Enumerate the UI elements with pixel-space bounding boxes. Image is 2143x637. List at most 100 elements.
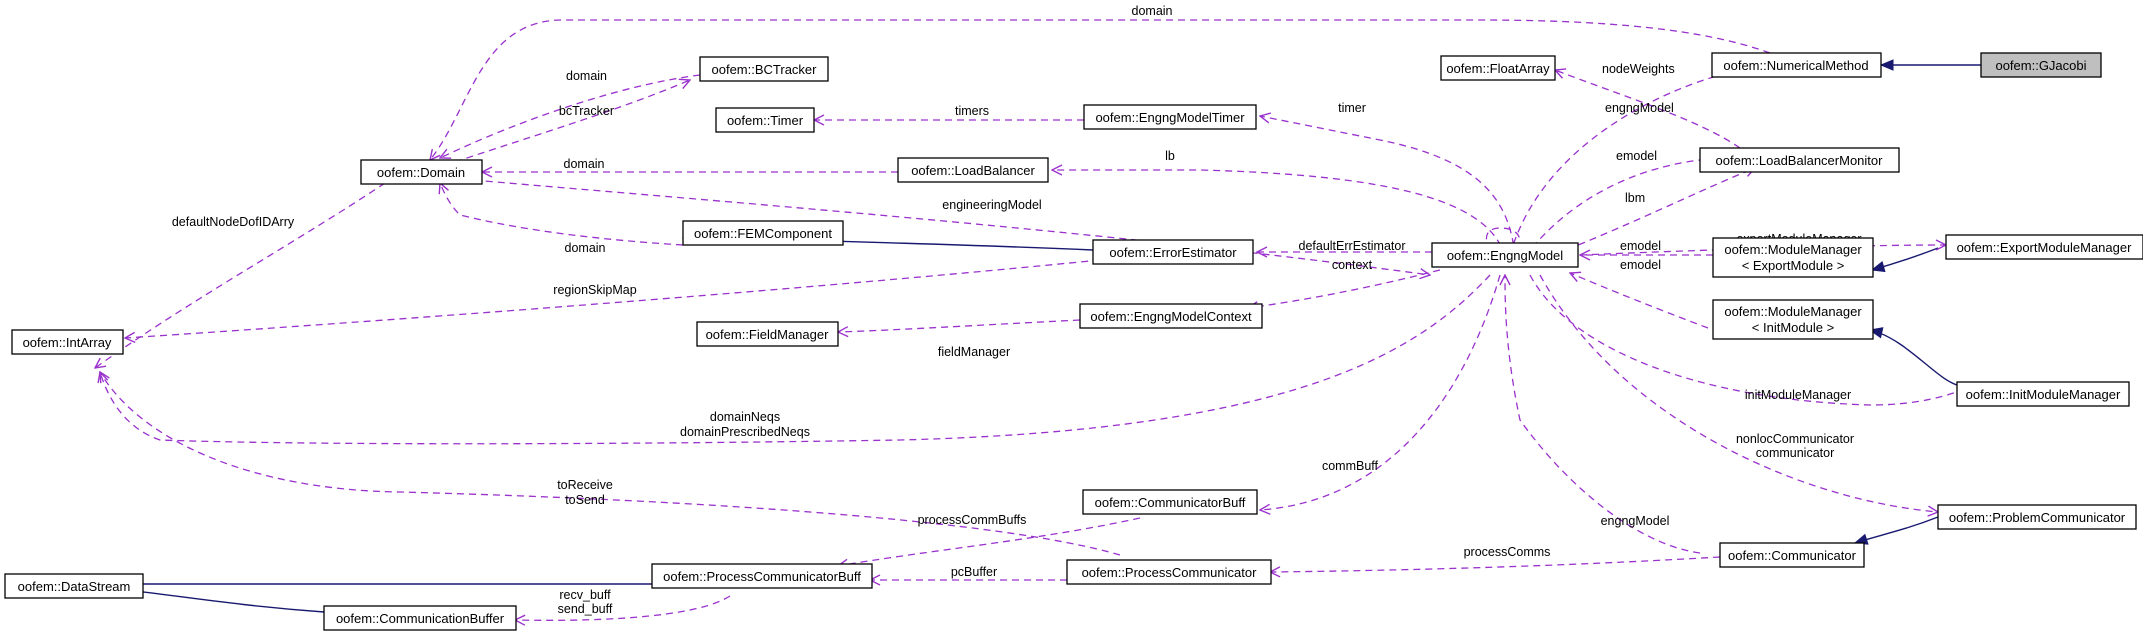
- svg-text:oofem::ProcessCommunicator: oofem::ProcessCommunicator: [1082, 565, 1258, 580]
- node-module-manager-export[interactable]: oofem::ModuleManager < ExportModule >: [1712, 237, 1874, 278]
- edge-pcbuff-commbuffer: [515, 595, 731, 620]
- node-fem-component[interactable]: oofem::FEMComponent: [682, 220, 844, 246]
- node-timer[interactable]: oofem::Timer: [715, 107, 815, 133]
- node-communicator[interactable]: oofem::Communicator: [1719, 542, 1865, 568]
- label-domain-top: domain: [1132, 4, 1173, 18]
- node-engng-model-timer[interactable]: oofem::EngngModelTimer: [1083, 104, 1257, 130]
- svg-text:oofem::LoadBalancerMonitor: oofem::LoadBalancerMonitor: [1716, 153, 1884, 168]
- edge-labels: domain domain bcTracker timers timer nod…: [172, 4, 1862, 616]
- label-region-skip-map: regionSkipMap: [553, 283, 636, 297]
- label-recv-buff: recv_buff: [559, 588, 611, 602]
- label-emodel-init: emodel: [1620, 258, 1661, 272]
- node-load-balancer-monitor[interactable]: oofem::LoadBalancerMonitor: [1699, 147, 1900, 173]
- edge-engngmodel-communicatorbuff: [1260, 274, 1501, 510]
- edge-processcomm-intarray: [100, 372, 1121, 556]
- edge-context-fieldmanager: [838, 319, 1081, 332]
- label-field-manager: fieldManager: [938, 345, 1010, 359]
- label-process-comm-buffs: processCommBuffs: [918, 513, 1027, 527]
- label-engngmodel-comm: engngModel: [1601, 514, 1670, 528]
- node-domain[interactable]: oofem::Domain: [360, 159, 483, 185]
- node-bctracker[interactable]: oofem::BCTracker: [699, 56, 829, 82]
- svg-text:oofem::ErrorEstimator: oofem::ErrorEstimator: [1109, 245, 1237, 260]
- usage-edges: [95, 19, 1970, 620]
- inheritance-edges: [125, 65, 1981, 613]
- svg-text:oofem::EngngModelContext: oofem::EngngModelContext: [1090, 309, 1252, 324]
- edge-communicator-processcomm: [1270, 556, 1721, 572]
- edge-numericalmethod-engngmodel: [1509, 74, 1721, 256]
- label-pc-buffer: pcBuffer: [951, 565, 997, 579]
- edge-domain-engngmodel: [449, 177, 1430, 275]
- edge-engngmodel-intarray: [100, 274, 1491, 445]
- node-load-balancer[interactable]: oofem::LoadBalancer: [897, 157, 1049, 183]
- node-numerical-method[interactable]: oofem::NumericalMethod: [1711, 52, 1882, 78]
- label-domain-neqs-2: domainPrescribedNeqs: [680, 425, 810, 439]
- svg-text:oofem::NumericalMethod: oofem::NumericalMethod: [1723, 58, 1868, 73]
- svg-text:oofem::GJacobi: oofem::GJacobi: [1995, 58, 2086, 73]
- label-emodel-export: emodel: [1620, 239, 1661, 253]
- edge-engngmodel-context: [1248, 269, 1441, 308]
- node-communicator-buff[interactable]: oofem::CommunicatorBuff: [1082, 489, 1258, 515]
- edge-engngmodel-initmm: [1529, 274, 1970, 406]
- node-int-array[interactable]: oofem::IntArray: [11, 329, 124, 355]
- svg-text:oofem::ProcessCommunicatorBuff: oofem::ProcessCommunicatorBuff: [663, 569, 861, 584]
- edge-exportmm-modulemanager: [1872, 247, 1939, 270]
- label-nonloc-2: communicator: [1756, 446, 1835, 460]
- node-process-communicator[interactable]: oofem::ProcessCommunicator: [1066, 559, 1272, 585]
- label-bctracker-domain: domain: [566, 69, 607, 83]
- node-engng-model-context[interactable]: oofem::EngngModelContext: [1079, 303, 1263, 329]
- svg-text:oofem::DataStream: oofem::DataStream: [18, 579, 131, 594]
- label-context: context: [1332, 258, 1373, 272]
- svg-text:oofem::ModuleManager: oofem::ModuleManager: [1724, 304, 1862, 319]
- label-fem-domain: domain: [565, 241, 606, 255]
- svg-text:oofem::Communicator: oofem::Communicator: [1728, 548, 1857, 563]
- svg-text:< ExportModule >: < ExportModule >: [1742, 258, 1845, 273]
- label-default-node-dof: defaultNodeDofIDArry: [172, 215, 295, 229]
- label-process-comms: processComms: [1464, 545, 1551, 559]
- svg-text:oofem::EngngModelTimer: oofem::EngngModelTimer: [1095, 110, 1245, 125]
- edge-errorestimator-intarray: [125, 259, 1101, 338]
- svg-text:oofem::IntArray: oofem::IntArray: [23, 335, 112, 350]
- node-communication-buffer[interactable]: oofem::CommunicationBuffer: [323, 605, 517, 631]
- svg-text:oofem::FieldManager: oofem::FieldManager: [706, 327, 830, 342]
- label-engngmodel-nm: engngModel: [1605, 101, 1674, 115]
- label-bctracker: bcTracker: [559, 104, 614, 118]
- svg-text:oofem::ExportModuleManager: oofem::ExportModuleManager: [1957, 240, 2133, 255]
- svg-text:oofem::FloatArray: oofem::FloatArray: [1446, 61, 1550, 76]
- node-engng-model[interactable]: oofem::EngngModel: [1431, 242, 1579, 268]
- label-lb-domain: domain: [564, 157, 605, 171]
- label-emodel-lbm: emodel: [1616, 149, 1657, 163]
- svg-text:oofem::Domain: oofem::Domain: [377, 165, 465, 180]
- edge-communicator-engngmodel: [1505, 275, 1701, 554]
- node-data-stream[interactable]: oofem::DataStream: [4, 573, 144, 599]
- node-init-module-manager[interactable]: oofem::InitModuleManager: [1956, 381, 2130, 407]
- nodes: oofem::GJacobi oofem::NumericalMethod oo…: [4, 52, 2143, 631]
- node-error-estimator[interactable]: oofem::ErrorEstimator: [1092, 239, 1254, 265]
- node-float-array[interactable]: oofem::FloatArray: [1440, 55, 1556, 81]
- node-gjacobi[interactable]: oofem::GJacobi: [1980, 52, 2102, 78]
- node-module-manager-init[interactable]: oofem::ModuleManager < InitModule >: [1712, 299, 1874, 340]
- label-node-weights: nodeWeights: [1602, 62, 1675, 76]
- label-to-receive: toReceive: [557, 478, 613, 492]
- node-process-communicator-buff[interactable]: oofem::ProcessCommunicatorBuff: [651, 563, 873, 589]
- label-lb: lb: [1165, 149, 1175, 163]
- edge-initmm-modulemanager: [1870, 330, 1958, 386]
- label-lbm: lbm: [1625, 191, 1645, 205]
- edge-commbuffer-datastream: [125, 590, 325, 613]
- edge-communicatorbuff-pcbuff: [838, 517, 1141, 566]
- edge-numericalmethod-domain: [430, 19, 1771, 160]
- node-problem-communicator[interactable]: oofem::ProblemCommunicator: [1937, 504, 2137, 530]
- label-to-send: toSend: [565, 493, 605, 507]
- svg-text:oofem::InitModuleManager: oofem::InitModuleManager: [1966, 387, 2121, 402]
- edge-engngmodel-engngmodeltimer: [1260, 116, 1516, 258]
- svg-text:oofem::CommunicatorBuff: oofem::CommunicatorBuff: [1095, 495, 1246, 510]
- edge-domain-intarray: [95, 182, 386, 368]
- svg-text:oofem::BCTracker: oofem::BCTracker: [712, 62, 818, 77]
- svg-text:oofem::ModuleManager: oofem::ModuleManager: [1724, 242, 1862, 257]
- edge-bctracker-domain: [440, 74, 701, 158]
- svg-text:oofem::EngngModel: oofem::EngngModel: [1447, 248, 1563, 263]
- label-nonloc-1: nonlocCommunicator: [1736, 432, 1854, 446]
- node-export-module-manager[interactable]: oofem::ExportModuleManager: [1945, 234, 2143, 260]
- node-field-manager[interactable]: oofem::FieldManager: [696, 321, 839, 347]
- svg-text:< InitModule >: < InitModule >: [1752, 320, 1834, 335]
